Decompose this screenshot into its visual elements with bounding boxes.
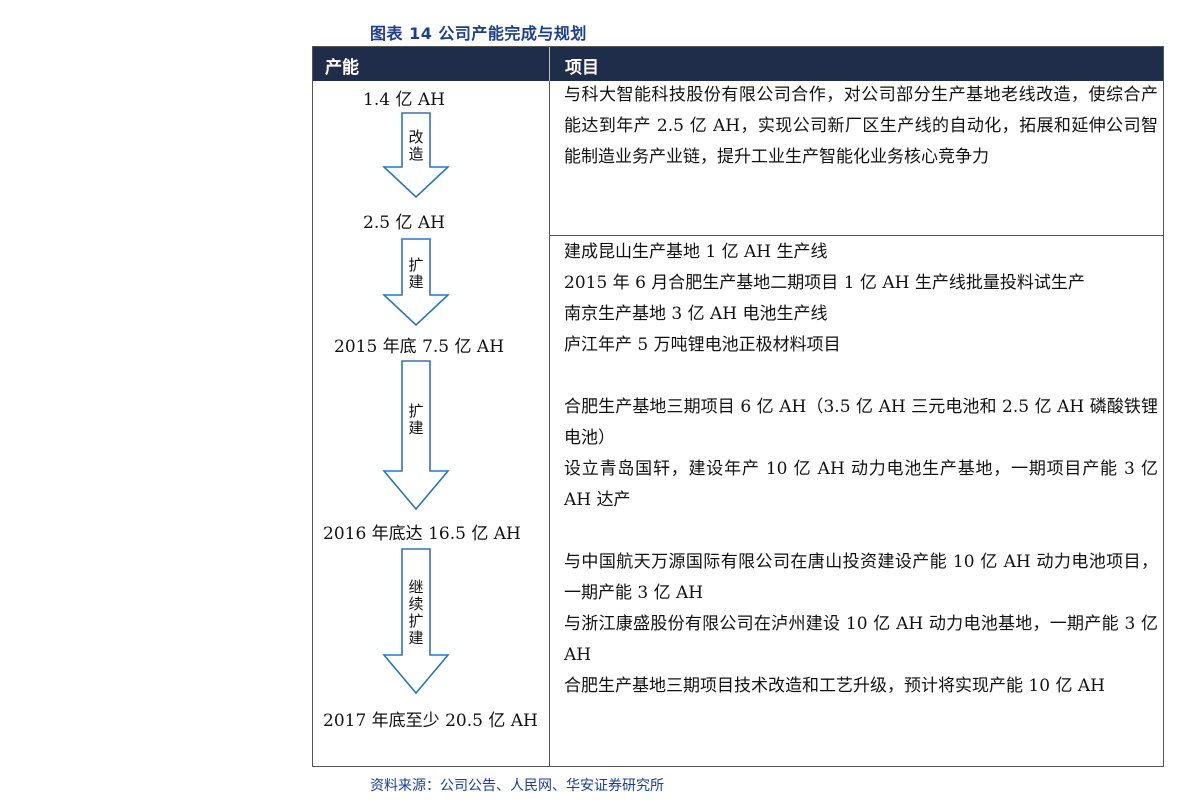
arrow-label-expand-2: 扩建 — [408, 402, 424, 437]
capacity-2015: 2015 年底 7.5 亿 AH — [334, 337, 505, 357]
project-item: 合肥生产基地三期项目技术改造和工艺升级，预计将实现产能 10 亿 AH — [564, 676, 1105, 696]
project-item: 与浙江康盛股份有限公司在泸州建设 10 亿 AH 动力电池基地，一期产能 3 亿… — [564, 614, 1158, 665]
arrow-down-icon — [381, 238, 451, 327]
arrow-label-continue-expand: 继续扩建 — [408, 578, 424, 647]
row-divider — [550, 235, 1163, 236]
capacity-1-4: 1.4 亿 AH — [363, 90, 445, 110]
arrow-down-icon — [382, 360, 450, 511]
project-item: 庐江年产 5 万吨锂电池正极材料项目 — [564, 335, 841, 355]
figure-title: 图表 14 公司产能完成与规划 — [370, 24, 587, 43]
table-header: 产能 项目 — [313, 47, 1163, 81]
project-item: 建成昆山生产基地 1 亿 AH 生产线 — [564, 242, 828, 262]
capacity-2016: 2016 年底达 16.5 亿 AH — [323, 524, 521, 544]
header-divider — [549, 47, 550, 81]
source-note: 资料来源：公司公告、人民网、华安证券研究所 — [370, 778, 664, 794]
capacity-2017: 2017 年底至少 20.5 亿 AH — [323, 711, 538, 731]
project-item: 与中国航天万源国际有限公司在唐山投资建设产能 10 亿 AH 动力电池项目，一期… — [564, 552, 1158, 603]
arrow-label-renovate: 改造 — [408, 128, 424, 163]
projects-row-2: 建成昆山生产基地 1 亿 AH 生产线 2015 年 6 月合肥生产基地二期项目… — [564, 237, 1158, 702]
project-item: 设立青岛国轩，建设年产 10 亿 AH 动力电池生产基地，一期项目产能 3 亿 … — [564, 459, 1158, 510]
project-item: 南京生产基地 3 亿 AH 电池生产线 — [564, 304, 828, 324]
spacer — [564, 516, 1158, 547]
header-capacity: 产能 — [325, 58, 359, 78]
arrow-down-icon — [382, 548, 450, 695]
projects-row-1: 与科大智能科技股份有限公司合作，对公司部分生产基地老线改造，使综合产能达到年产 … — [564, 80, 1158, 173]
spacer — [564, 361, 1158, 392]
header-project: 项目 — [565, 58, 599, 78]
arrow-label-expand-1: 扩建 — [408, 256, 424, 291]
column-divider — [549, 47, 550, 766]
arrow-down-icon — [381, 112, 451, 199]
capacity-table: 产能 项目 1.4 亿 AH 改造 2.5 亿 AH 扩建 2015 年底 7.… — [312, 46, 1164, 767]
project-item: 2015 年 6 月合肥生产基地二期项目 1 亿 AH 生产线批量投料试生产 — [564, 273, 1085, 293]
capacity-2-5: 2.5 亿 AH — [363, 213, 445, 233]
project-item: 合肥生产基地三期项目 6 亿 AH（3.5 亿 AH 三元电池和 2.5 亿 A… — [564, 397, 1158, 448]
project-item: 与科大智能科技股份有限公司合作，对公司部分生产基地老线改造，使综合产能达到年产 … — [564, 85, 1158, 167]
